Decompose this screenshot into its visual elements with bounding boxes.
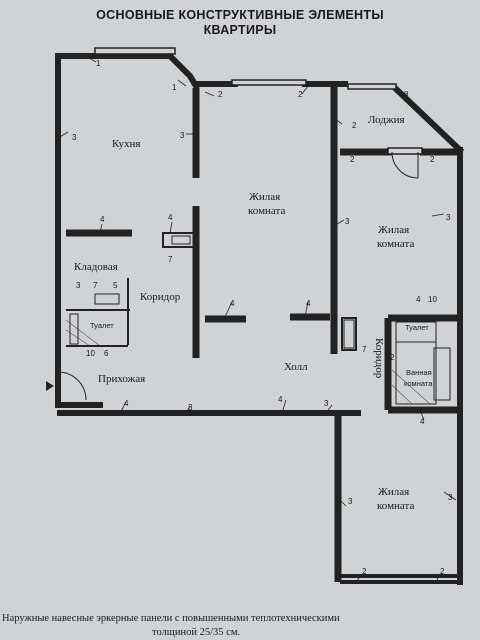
room-label-toilet2: Туалет xyxy=(405,323,429,332)
marker-3-living2: 3 xyxy=(345,217,350,226)
marker-2-loggia: 2 xyxy=(352,121,357,130)
outer-walls xyxy=(55,51,465,585)
bathroom-hatch xyxy=(65,319,431,405)
marker-4-bath-bottom: 4 xyxy=(420,417,425,426)
marker-4-hall: 4 xyxy=(306,299,311,308)
footer-note: Наружные навесные эркерные панели с повы… xyxy=(2,612,478,640)
leader-lines xyxy=(57,55,457,583)
marker-2-c: 2 xyxy=(350,155,355,164)
marker-5: 5 xyxy=(113,281,118,290)
room-label-corridor1: Коридор xyxy=(140,291,181,303)
room-label-hall: Холл xyxy=(284,361,308,373)
room-label-living1-line1: Жилая xyxy=(249,191,280,203)
marker-3-hall-bottom: 3 xyxy=(324,399,329,408)
entry-arrow xyxy=(46,381,54,391)
footer-line1: Наружные навесные эркерные панели с повы… xyxy=(2,613,340,624)
room-label-hallway: Прихожая xyxy=(98,373,145,385)
plan-title-line2: КВАРТИРЫ xyxy=(203,23,277,37)
room-label-kitchen: Кухня xyxy=(112,138,140,150)
marker-3-kitchen-inner: 3 xyxy=(180,131,185,140)
marker-3-living3: 3 xyxy=(348,497,353,506)
room-label-living3-line1: Жилая xyxy=(378,486,409,498)
marker-2-bath: 2 xyxy=(390,353,395,362)
marker-1-top: 1 xyxy=(96,59,101,68)
marker-10-toilet1: 10 xyxy=(86,349,95,358)
room-label-living2-line1: Жилая xyxy=(378,224,409,236)
room-label-corridor2: Коридор xyxy=(373,338,385,379)
window-panels xyxy=(94,47,423,155)
marker-4-hallway: 4 xyxy=(124,399,129,408)
marker-6: 6 xyxy=(104,349,109,358)
marker-1-bay: 1 xyxy=(172,83,177,92)
inner-walls xyxy=(66,84,460,582)
room-label-toilet1: Туалет xyxy=(90,321,114,330)
marker-4-toilet2: 4 xyxy=(416,295,421,304)
marker-2-bottom-a: 2 xyxy=(362,567,367,576)
room-label-living2-line2: комната xyxy=(377,238,414,250)
marker-2-d: 2 xyxy=(430,155,435,164)
marker-4-pantry: 4 xyxy=(100,215,105,224)
marker-3-living3-right: 3 xyxy=(448,493,453,502)
partitions xyxy=(66,232,357,351)
marker-10-toilet2: 10 xyxy=(428,295,437,304)
marker-7-toilet1: 7 xyxy=(93,281,98,290)
marker-4-corridor: 4 xyxy=(230,299,235,308)
room-label-bathroom-line1: Ванная xyxy=(406,368,432,377)
marker-2-bottom-b: 2 xyxy=(440,567,445,576)
marker-3-living2-right: 3 xyxy=(446,213,451,222)
room-label-loggia: Лоджия xyxy=(368,114,405,126)
room-label-living3-line2: комната xyxy=(377,500,414,512)
marker-2-b: 2 xyxy=(298,90,303,99)
marker-4-hall-bottom: 4 xyxy=(278,395,283,404)
marker-7-hall: 7 xyxy=(362,345,367,354)
footer-line2: толщиной 25/35 см. xyxy=(152,627,241,638)
marker-7-shaft: 7 xyxy=(168,255,173,264)
room-label-living1-line2: комната xyxy=(248,205,285,217)
marker-3-hallway: 3 xyxy=(188,403,193,412)
marker-8: 8 xyxy=(404,90,409,99)
marker-2-a: 2 xyxy=(218,90,223,99)
room-label-bathroom-line2: комната xyxy=(404,379,433,388)
room-label-pantry: Кладовая xyxy=(74,261,118,273)
marker-4-shaft: 4 xyxy=(168,213,173,222)
plan-title-line1: ОСНОВНЫЕ КОНСТРУКТИВНЫЕ ЭЛЕМЕНТЫ xyxy=(96,8,384,22)
marker-3-kitchen: 3 xyxy=(72,133,77,142)
marker-3-pantry: 3 xyxy=(76,281,81,290)
bottom-windows xyxy=(340,574,458,584)
door-swings xyxy=(57,151,419,401)
